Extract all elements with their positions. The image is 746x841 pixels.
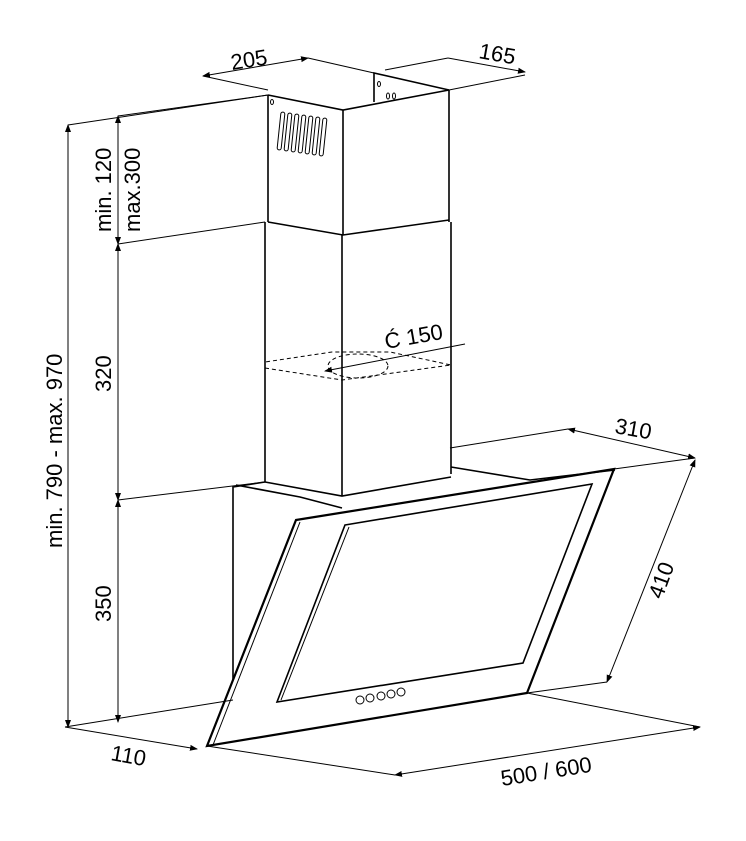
label-chimney-lower: 320 bbox=[91, 355, 116, 392]
button-3[interactable] bbox=[376, 691, 386, 701]
hood-body bbox=[205, 466, 616, 748]
button-2[interactable] bbox=[365, 693, 375, 703]
button-4[interactable] bbox=[386, 689, 396, 699]
label-glass-height: 410 bbox=[643, 559, 679, 602]
label-width: 500 / 600 bbox=[499, 752, 594, 791]
upper-chimney bbox=[267, 71, 450, 236]
glass-panel bbox=[205, 467, 616, 748]
dimension-lines bbox=[64, 56, 701, 777]
vent-slots bbox=[276, 111, 328, 157]
label-upper-min: min. 120 bbox=[91, 148, 116, 232]
label-bottom-depth: 110 bbox=[109, 740, 148, 771]
lower-chimney bbox=[264, 222, 452, 497]
label-chimney-width: 205 bbox=[229, 45, 269, 75]
label-hood-height: 350 bbox=[91, 585, 116, 622]
button-1[interactable] bbox=[355, 695, 365, 705]
label-total-height: min. 790 - max. 970 bbox=[42, 354, 67, 548]
control-buttons bbox=[355, 687, 406, 705]
label-upper-max: max.300 bbox=[120, 148, 145, 232]
label-hood-depth: 310 bbox=[613, 413, 654, 444]
glass-window bbox=[275, 482, 594, 704]
button-5[interactable] bbox=[396, 687, 406, 697]
dimension-labels: 205 165 min. 120 max.300 320 350 min. 79… bbox=[42, 38, 679, 791]
label-duct-diameter: Ć 150 bbox=[383, 319, 445, 354]
